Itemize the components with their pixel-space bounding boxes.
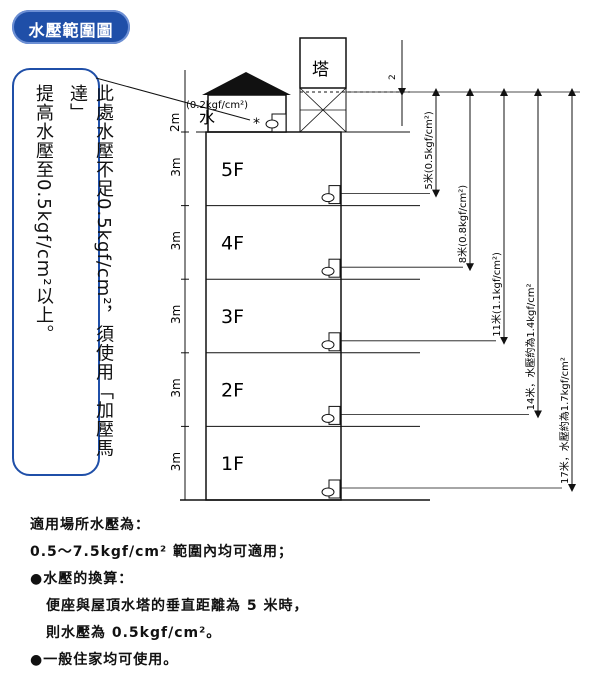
floor-height-label: 3m <box>169 305 183 324</box>
bottom-line-3: ●水壓的換算： <box>30 571 134 587</box>
toilet-icon <box>321 258 341 278</box>
bottom-line-1: 適用場所水壓為： <box>30 517 150 533</box>
floor-name-label: 3F <box>221 306 244 328</box>
bottom-line-4: 便座與屋頂水塔的垂直距離為 5 米時， <box>46 598 309 614</box>
pressure-label: 17米，水壓約為1.7kgf/cm² <box>558 357 571 484</box>
floor-height-label: 3m <box>169 378 183 397</box>
tower-height-label: 2 <box>388 74 398 80</box>
note-pointer-line <box>95 77 251 121</box>
pressure-label: 8米(0.8kgf/cm²) <box>456 185 469 263</box>
roof-pressure-label: (0.2kgf/cm²) <box>186 100 248 111</box>
rooftop-toilet-icon <box>265 113 287 133</box>
pressure-label: 14米，水壓約為1.4kgf/cm² <box>524 283 537 410</box>
floor-name-label: 1F <box>221 453 244 475</box>
roof-floor-height: 2m <box>168 113 182 132</box>
pressure-dimensions: 5米(0.5kgf/cm²) 8米(0.8kgf/cm²) 11米(1.1kgf/c… <box>341 88 576 492</box>
bottom-line-5: 則水壓為 0.5kgf/cm²。 <box>46 625 222 641</box>
toilet-icon <box>321 332 341 352</box>
roof-water-label: 水 <box>199 108 215 127</box>
floor-height-label: 3m <box>169 157 183 176</box>
asterisk-icon: * <box>253 116 260 132</box>
pressure-label: 11米(1.1kgf/cm²) <box>490 252 503 337</box>
bottom-line-6: ●一般住家均可使用。 <box>30 652 179 668</box>
pressure-label: 5米(0.5kgf/cm²) <box>422 111 435 189</box>
floor-name-label: 2F <box>221 380 244 402</box>
note-box: 此處水壓不足0.5kgf/cm²，須使用「加壓馬達」 提高水壓至0.5kgf/c… <box>12 68 114 476</box>
toilet-icon <box>321 405 341 425</box>
floor-height-label: 3m <box>169 452 183 471</box>
note-line-2: 提高水壓至0.5kgf/cm²以上。 <box>33 84 54 344</box>
floor-name-label: 4F <box>221 232 244 254</box>
floor-name-label: 5F <box>221 159 244 181</box>
bottom-line-2: 0.5～7.5kgf/cm² 範圍內均可適用； <box>30 544 294 560</box>
toilet-icon <box>321 185 341 205</box>
floors: 3m 5F 3m 4F 3m 3F 3m 2F 3m 1F <box>169 131 420 499</box>
water-tower <box>299 37 410 133</box>
floor-height-label: 3m <box>169 231 183 250</box>
title-badge: 水壓範圍圖 <box>12 10 130 44</box>
tower-label: 塔 <box>312 60 329 80</box>
bottom-notes: 適用場所水壓為： 0.5～7.5kgf/cm² 範圍內均可適用； ●水壓的換算：… <box>30 512 590 674</box>
toilet-icon <box>321 479 341 499</box>
page-title: 水壓範圍圖 <box>28 21 114 40</box>
roof-icon <box>202 72 291 95</box>
note-line-1: 此處水壓不足0.5kgf/cm²，須使用「加壓馬達」 <box>67 84 114 458</box>
